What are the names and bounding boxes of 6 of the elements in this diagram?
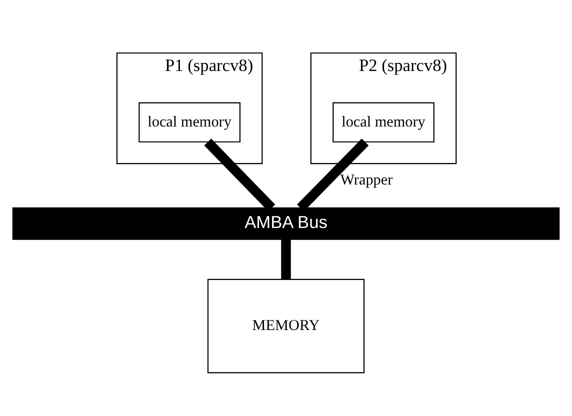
node-box: local memory	[138, 102, 240, 142]
connector	[281, 239, 291, 279]
node-box: local memory	[332, 102, 434, 142]
edge-label: Wrapper	[340, 170, 393, 188]
node-box: AMBA Bus	[12, 206, 560, 240]
node-box: MEMORY	[207, 278, 365, 373]
